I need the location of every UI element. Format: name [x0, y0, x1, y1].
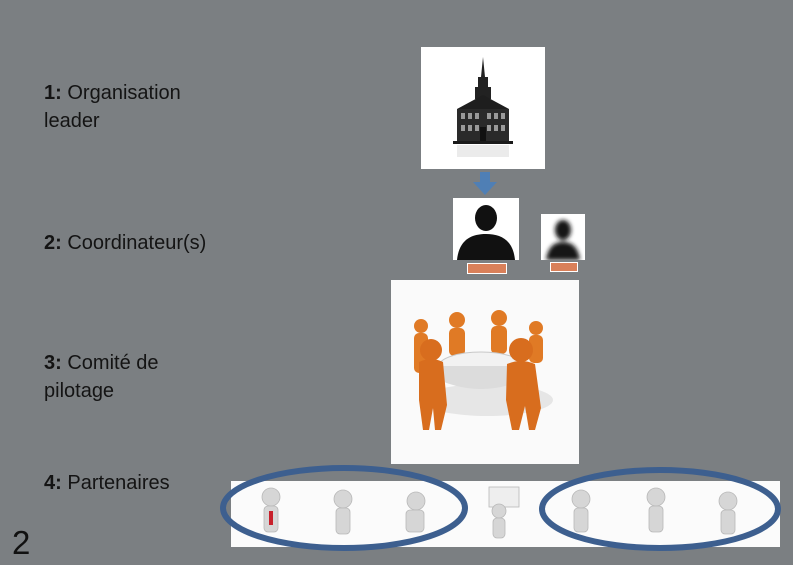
level-4-text: Partenaires — [67, 472, 170, 494]
left-highlight-ellipse — [220, 465, 468, 551]
level-3-text: Comité de — [67, 352, 159, 374]
level-2-label: 2: Coordinateur(s) — [44, 229, 206, 257]
building-image — [421, 47, 545, 169]
down-arrow-icon — [473, 172, 497, 195]
slide-number: 2 — [12, 524, 31, 561]
level-1-text: Organisation — [67, 82, 181, 104]
level-4-label: 4: Partenaires — [44, 469, 170, 497]
partners-highlight-ellipses — [220, 465, 781, 551]
partners-figures-icon — [231, 481, 780, 547]
level-2-number: 2: — [44, 232, 62, 254]
coordinator-main-image — [453, 198, 519, 260]
blurred-person-icon — [546, 220, 580, 260]
level-3-label: 3: Comité de pilotage — [44, 349, 159, 405]
level-3-text-2: pilotage — [44, 380, 115, 402]
level-3-number: 3: — [44, 352, 62, 374]
building-icon — [453, 57, 513, 157]
level-4-number: 4: — [44, 472, 62, 494]
coordinator-main-tag — [467, 263, 507, 274]
right-highlight-ellipse — [539, 467, 781, 551]
level-1-label: 1: Organisation leader — [44, 79, 181, 135]
partners-image — [231, 481, 780, 547]
level-2-text: Coordinateur(s) — [67, 232, 207, 254]
level-1-number: 1: — [44, 82, 62, 104]
coordinator-secondary-tag — [550, 262, 578, 272]
committee-image — [391, 280, 579, 464]
coordinator-secondary-image — [541, 214, 585, 260]
person-silhouette-icon — [457, 205, 515, 260]
level-1-text-2: leader — [44, 110, 100, 132]
team-meeting-icon — [391, 280, 579, 464]
